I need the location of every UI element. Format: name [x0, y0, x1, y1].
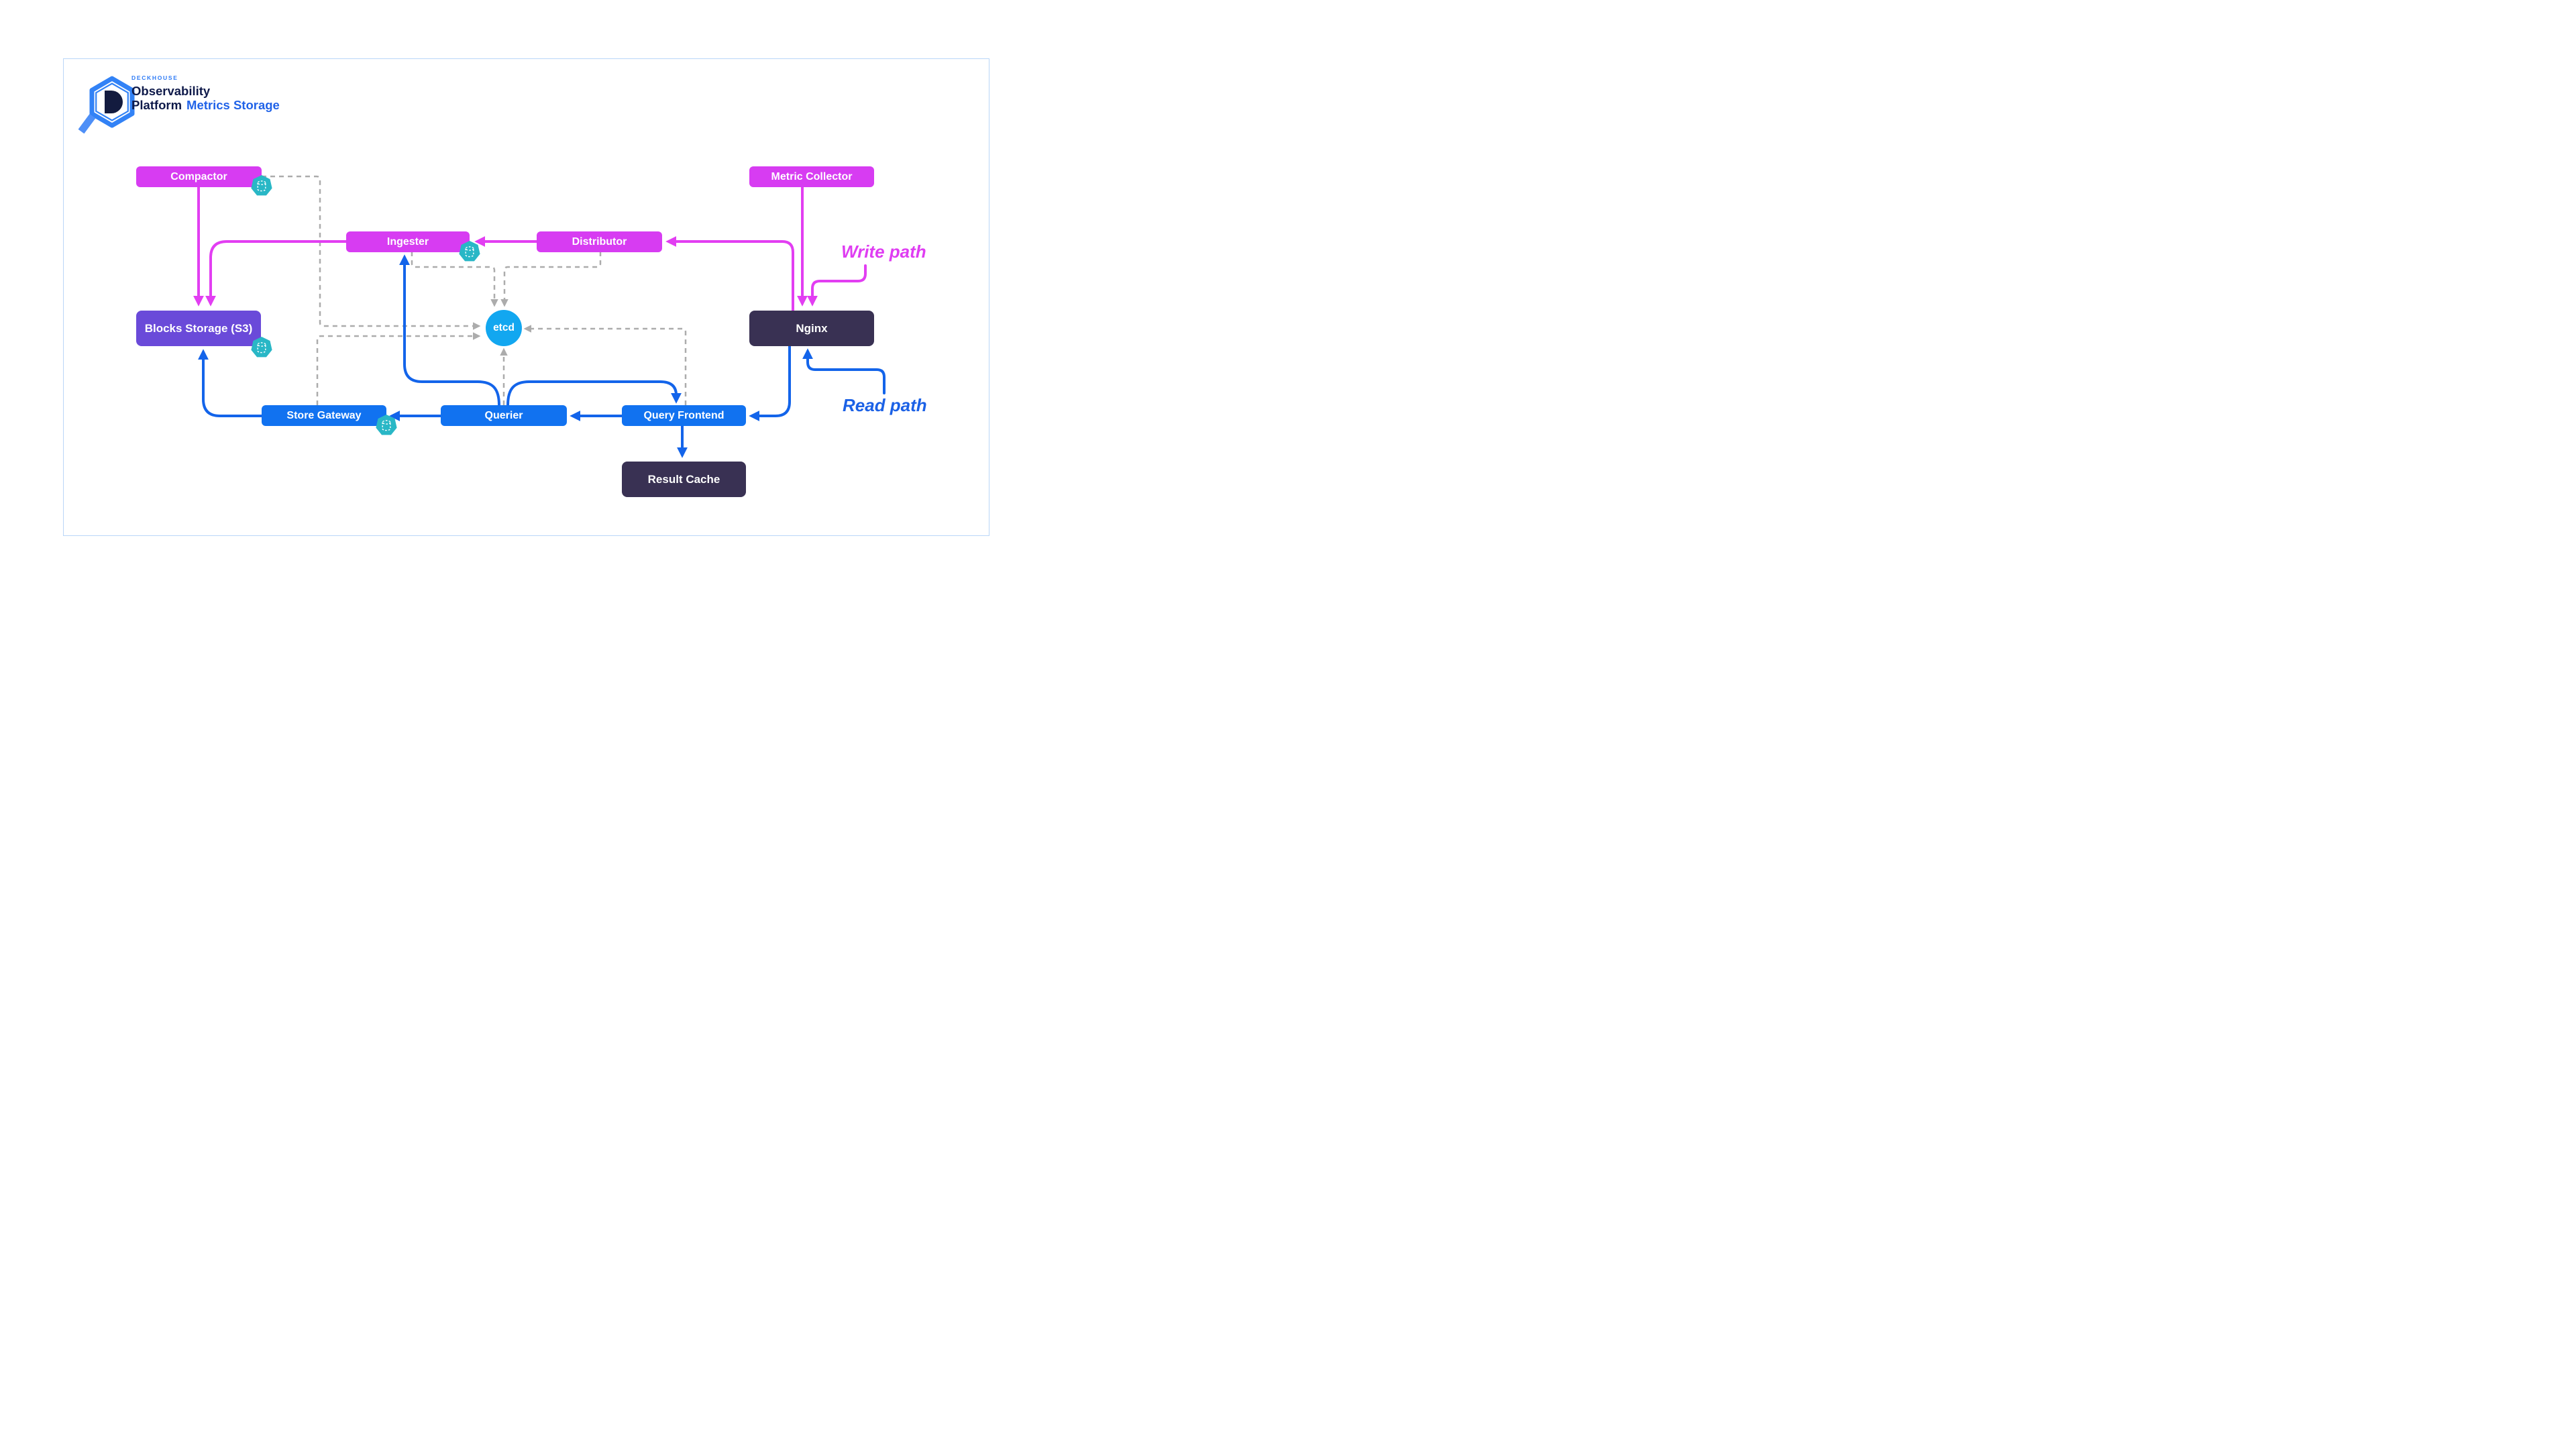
diagram-border-frame — [63, 58, 989, 536]
connector-layer — [193, 175, 885, 458]
edge-store-gateway-to-blocks-storage — [198, 349, 263, 417]
logo-brand: DECKHOUSE — [131, 74, 178, 81]
edge-ingester-to-blocks-storage — [205, 240, 347, 307]
edge-query-frontend-to-etcd — [523, 325, 687, 405]
node-distributor: Distributor — [537, 231, 662, 252]
node-querier-label: Querier — [484, 409, 523, 421]
logo-hexagon-inner — [95, 83, 129, 121]
node-metric-collector-label: Metric Collector — [771, 170, 853, 182]
node-etcd: etcd — [486, 310, 522, 346]
node-compactor: Compactor — [136, 166, 262, 187]
node-ingester-label: Ingester — [386, 235, 429, 248]
edge-nginx-to-distributor — [665, 236, 794, 312]
logo-title-line1: Observability — [131, 83, 211, 98]
logo-d-glyph — [105, 91, 123, 113]
node-blocks-storage-label: Blocks Storage (S3) — [144, 321, 253, 335]
node-nginx: Nginx — [749, 311, 874, 346]
diagram-canvas: DECKHOUSE Observability Platform Metrics… — [0, 0, 1033, 582]
node-result-cache-label: Result Cache — [647, 472, 720, 486]
read-path-label: Read path — [843, 395, 927, 415]
node-result-cache: Result Cache — [622, 462, 746, 497]
node-query-frontend: Query Frontend — [622, 405, 746, 426]
logo-product: Metrics Storage — [186, 97, 280, 112]
edge-querier-to-ingester — [399, 254, 500, 407]
node-ingester: Ingester — [346, 231, 470, 252]
logo-title-line2: Platform — [131, 97, 182, 112]
edge-store-gateway-to-etcd — [316, 332, 481, 405]
write-path-label: Write path — [841, 241, 926, 262]
deckhouse-logo — [78, 76, 135, 134]
node-distributor-label: Distributor — [572, 235, 627, 248]
edge-ingester-to-etcd — [411, 252, 498, 307]
edge-read-path-annotation — [802, 348, 885, 394]
logo-text-block: DECKHOUSE Observability Platform Metrics… — [131, 75, 280, 112]
edge-nginx-to-query-frontend — [749, 344, 791, 421]
node-store-gateway: Store Gateway — [262, 405, 386, 426]
edge-distributor-to-etcd — [500, 252, 602, 307]
edge-write-path-annotation — [807, 264, 867, 307]
node-query-frontend-label: Query Frontend — [643, 409, 724, 421]
node-etcd-label: etcd — [493, 322, 515, 333]
logo-magnifier-handle — [78, 113, 96, 134]
edge-compactor-to-etcd — [262, 175, 481, 330]
node-nginx-label: Nginx — [796, 321, 828, 335]
node-compactor-label: Compactor — [170, 170, 227, 182]
node-querier: Querier — [441, 405, 567, 426]
node-blocks-storage: Blocks Storage (S3) — [136, 311, 261, 346]
node-store-gateway-label: Store Gateway — [286, 409, 362, 421]
node-metric-collector: Metric Collector — [749, 166, 874, 187]
edge-querier-to-query-frontend — [506, 380, 682, 407]
